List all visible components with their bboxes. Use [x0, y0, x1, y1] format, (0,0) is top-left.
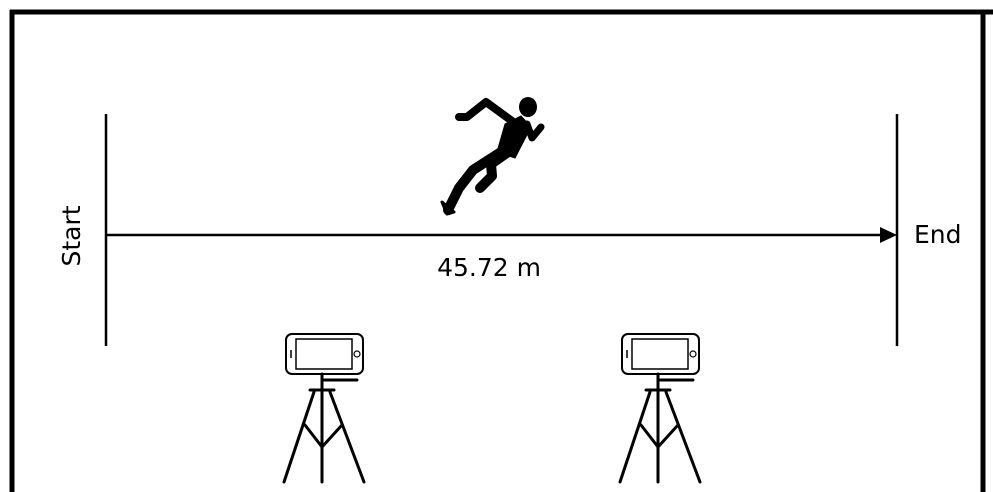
- smartphone-landscape-icon: [286, 334, 363, 374]
- end-label: End: [914, 220, 962, 249]
- tripod-stand-icon: [620, 374, 700, 482]
- distance-arrow: [106, 227, 897, 243]
- sprinting-runner-silhouette-icon: [442, 97, 541, 214]
- left-camera-station: [284, 334, 364, 482]
- tripod-stand-icon: [284, 374, 364, 482]
- diagram-frame: [10, 10, 993, 492]
- start-label: Start: [57, 205, 86, 266]
- distance-label: 45.72 m: [437, 253, 541, 282]
- right-camera-station: [620, 334, 700, 482]
- smartphone-landscape-icon: [622, 334, 699, 374]
